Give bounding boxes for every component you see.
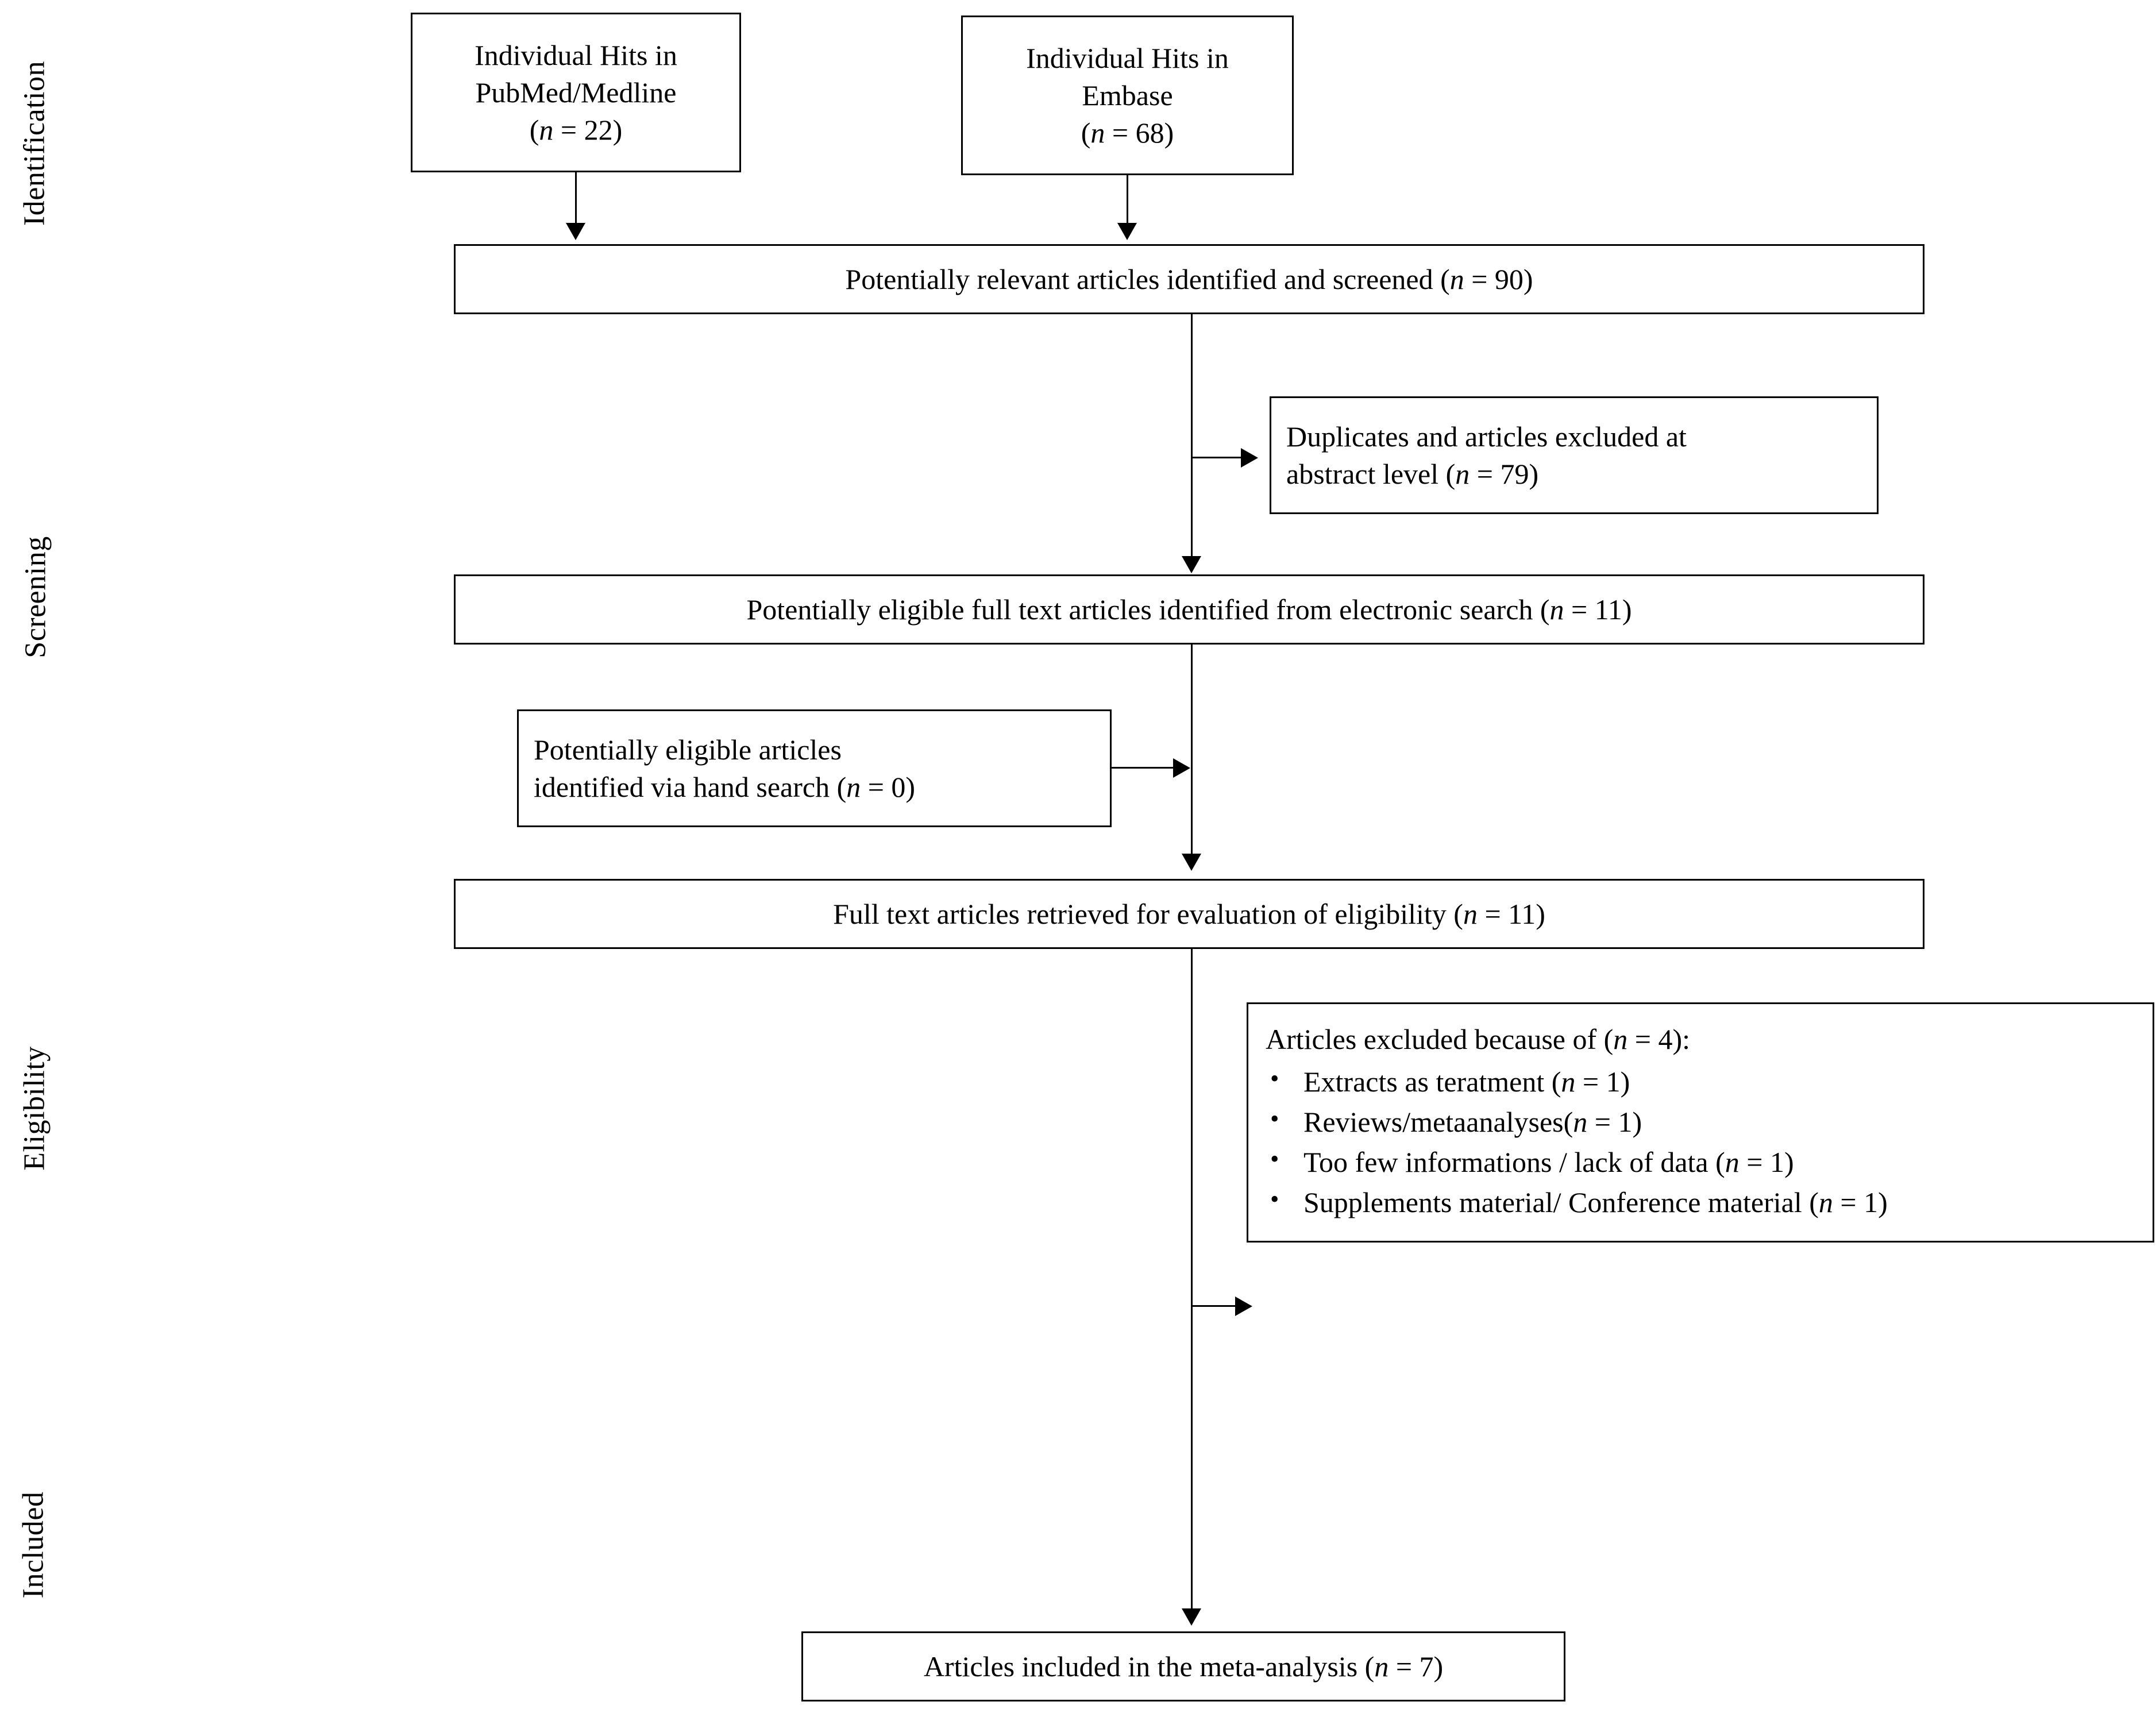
- arrowhead-retrieved-to-included: [1182, 1608, 1201, 1626]
- arrowhead-embase-to-screened: [1117, 223, 1137, 240]
- included-final-text: Articles included in the meta-analysis (…: [923, 1650, 1444, 1683]
- box-retrieved-fulltext: Full text articles retrieved for evaluat…: [454, 879, 1924, 949]
- connector-screened-to-eligible: [1191, 314, 1193, 561]
- arrowhead-handsearch-to-trunk: [1173, 758, 1190, 778]
- embase-line-1: Individual Hits in: [1026, 41, 1229, 74]
- arrowhead-pubmed-to-screened: [566, 223, 585, 240]
- connector-retrieved-to-included: [1191, 949, 1193, 1612]
- connector-eligible-to-retrieved: [1191, 645, 1193, 857]
- exclusion-reason-item: Extracts as teratment (n = 1): [1266, 1062, 1888, 1101]
- connector-pubmed-to-screened: [575, 172, 577, 224]
- box-hand-search: Potentially eligible articles identified…: [517, 709, 1112, 827]
- articles-excluded-reason-list: Extracts as teratment (n = 1) Reviews/me…: [1266, 1060, 1888, 1224]
- arrowhead-screened-to-duplicates: [1241, 448, 1258, 468]
- hand-search-line-1: Potentially eligible articles: [534, 733, 842, 766]
- box-duplicates-excluded: Duplicates and articles excluded at abst…: [1270, 396, 1879, 514]
- stage-label-screening: Screening: [19, 536, 52, 658]
- connector-handsearch-to-trunk: [1112, 767, 1176, 769]
- pubmed-count: (n = 22): [529, 113, 623, 146]
- retrieved-fulltext-text: Full text articles retrieved for evaluat…: [833, 897, 1545, 930]
- box-embase-hits: Individual Hits in Embase (n = 68): [961, 16, 1294, 175]
- box-eligible-fulltext: Potentially eligible full text articles …: [454, 574, 1924, 645]
- exclusion-reason-item: Reviews/metaanalyses(n = 1): [1266, 1102, 1888, 1141]
- exclusion-reason-item: Too few informations / lack of data (n =…: [1266, 1143, 1888, 1181]
- eligible-fulltext-text: Potentially eligible full text articles …: [746, 593, 1632, 626]
- box-articles-excluded: Articles excluded because of (n = 4): Ex…: [1247, 1002, 2154, 1243]
- pubmed-line-1: Individual Hits in: [475, 38, 677, 71]
- stage-label-eligibility: Eligibility: [18, 1046, 51, 1171]
- articles-excluded-heading: Articles excluded because of (n = 4):: [1266, 1023, 1691, 1055]
- duplicates-line-2: abstract level (n = 79): [1286, 457, 1539, 490]
- screened-text: Potentially relevant articles identified…: [845, 263, 1533, 295]
- embase-line-2: Embase: [1082, 79, 1173, 111]
- arrowhead-eligible-to-retrieved: [1182, 854, 1201, 871]
- box-pubmed-hits: Individual Hits in PubMed/Medline (n = 2…: [411, 13, 741, 172]
- connector-embase-to-screened: [1127, 175, 1128, 224]
- stage-label-included: Included: [17, 1491, 50, 1599]
- connector-screened-to-duplicates: [1191, 457, 1254, 458]
- hand-search-line-2: identified via hand search (n = 0): [534, 770, 916, 803]
- box-articles-screened: Potentially relevant articles identified…: [454, 244, 1924, 314]
- stage-label-identification: Identification: [18, 60, 51, 226]
- exclusion-reason-item: Supplements material/ Conference materia…: [1266, 1183, 1888, 1221]
- arrowhead-retrieved-to-excluded: [1235, 1297, 1252, 1316]
- box-included-meta-analysis: Articles included in the meta-analysis (…: [801, 1631, 1565, 1701]
- pubmed-line-2: PubMed/Medline: [475, 76, 677, 109]
- embase-count: (n = 68): [1081, 116, 1174, 149]
- connector-retrieved-to-excluded: [1191, 1305, 1248, 1307]
- duplicates-line-1: Duplicates and articles excluded at: [1286, 420, 1687, 453]
- arrowhead-screened-to-eligible: [1182, 556, 1201, 573]
